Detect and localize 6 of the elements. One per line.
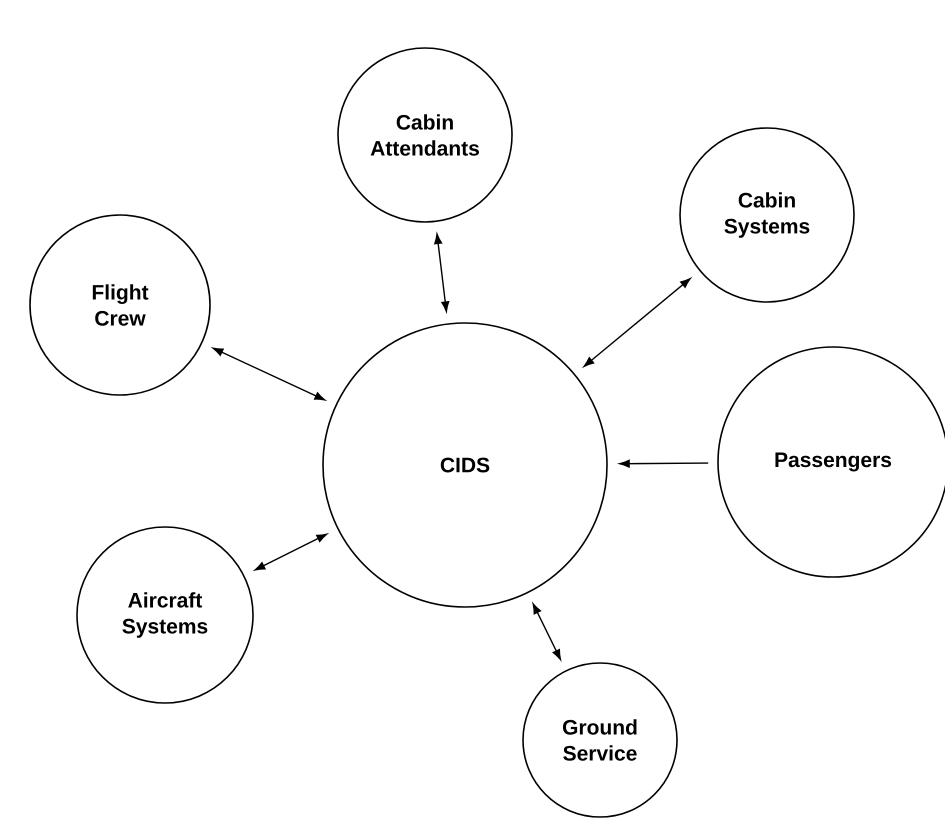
arrow (619, 460, 708, 468)
arrow (532, 603, 562, 660)
arrow (434, 233, 450, 312)
arrow (212, 348, 326, 401)
arrow (254, 534, 328, 571)
arrow (584, 278, 691, 367)
